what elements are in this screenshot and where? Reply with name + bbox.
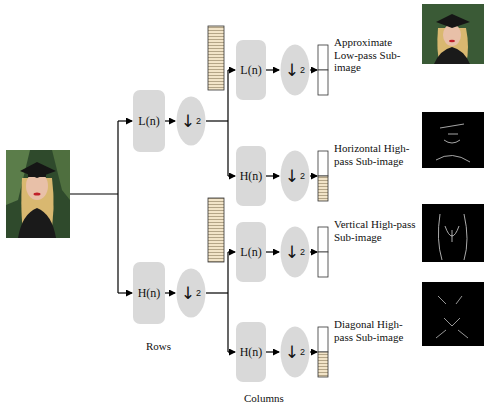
input-split-lines [70,121,132,293]
downsample-arrow: ↓ [285,344,299,361]
flow-arrow [266,175,279,176]
subimage-label: Horizontal High-pass Sub-image [334,142,418,167]
filter-box: H(n) [236,146,266,206]
downsample-arrow: ↓ [285,244,299,261]
flow-arrow [165,292,175,293]
vertical-thumbnail [422,204,484,262]
diagonal-thumbnail [422,282,484,346]
flow-arrow [266,351,279,352]
filter-label: L(n) [240,245,261,260]
output-bars [318,45,328,377]
filter-box: H(n) [236,322,266,382]
flow-arrow [165,120,175,121]
axis-label: Columns [244,392,324,405]
downsample-arrow: ↓ [181,113,195,130]
downsample-factor: 2 [300,65,305,75]
filter-label: L(n) [138,114,159,129]
downsample-factor: 2 [300,247,305,257]
downsample-factor: 2 [196,288,201,298]
subimage-label: Vertical High-pass Sub-image [334,218,418,243]
filter-box: L(n) [133,90,165,152]
column-output-lines [310,70,317,352]
downsample-ellipse: ↓2 [280,326,310,378]
axis-label: Rows [146,340,206,353]
filter-label: H(n) [240,345,263,360]
filter-box: L(n) [236,222,266,282]
downsample-arrow: ↓ [285,62,299,79]
filter-label: H(n) [138,286,161,301]
filter-box: H(n) [133,262,165,324]
downsample-ellipse: ↓2 [176,268,206,318]
row-output-lines [206,70,235,352]
approx-thumbnail [422,4,484,64]
filter-label: L(n) [240,63,261,78]
downsample-factor: 2 [196,116,201,126]
row-bars [208,26,224,262]
downsample-arrow: ↓ [285,168,299,185]
input-image [6,150,70,238]
downsample-factor: 2 [300,347,305,357]
downsample-arrow: ↓ [181,285,195,302]
subimage-label: Approximate Low-pass Sub-image [334,36,418,74]
filter-box: L(n) [236,40,266,100]
horizontal-thumbnail [422,112,484,168]
flow-arrow [266,251,279,252]
downsample-ellipse: ↓2 [176,96,206,146]
flow-arrow [266,69,279,70]
filter-label: H(n) [240,169,263,184]
downsample-ellipse: ↓2 [280,44,310,96]
downsample-ellipse: ↓2 [280,150,310,202]
subimage-label: Diagonal High-pass Sub-image [334,318,418,343]
downsample-ellipse: ↓2 [280,226,310,278]
downsample-factor: 2 [300,171,305,181]
